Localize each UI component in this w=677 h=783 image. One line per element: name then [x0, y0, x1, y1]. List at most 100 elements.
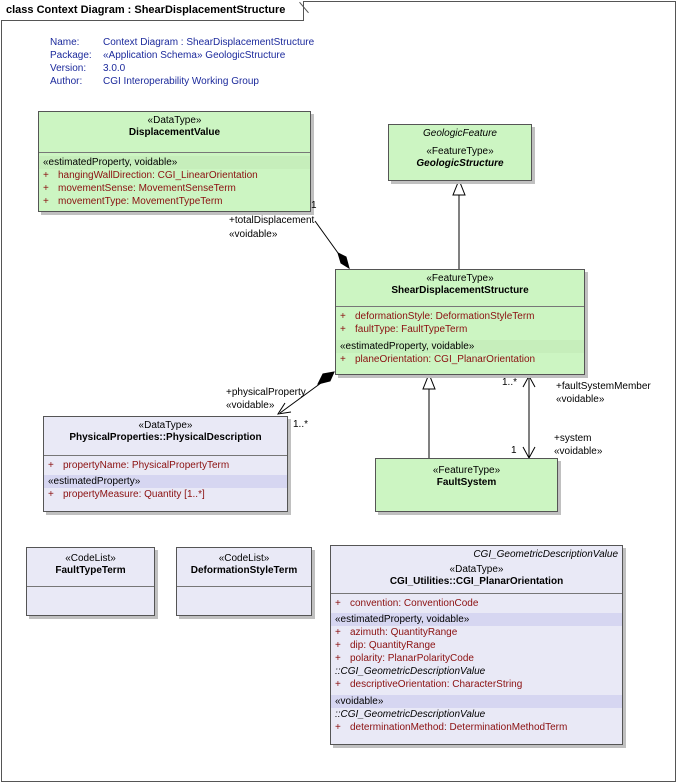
stereotype-tag: «estimatedProperty» — [44, 475, 287, 488]
class-header: «CodeList» FaultTypeTerm — [27, 548, 154, 586]
composition-line-physical-property[interactable] — [279, 382, 322, 414]
attribute-row[interactable]: +movementSense: MovementSenseTerm — [39, 182, 310, 195]
class-name: ShearDisplacementStructure — [391, 285, 529, 296]
meta-value: CGI Interoperability Working Group — [103, 76, 259, 87]
meta-key: Author: — [50, 76, 83, 87]
visibility-marker: + — [48, 489, 54, 500]
attribute-row[interactable]: + propertyName: PhysicalPropertyTerm — [44, 459, 287, 472]
meta-row-version: Version:3.0.0 — [50, 62, 314, 75]
stereotype-tag: «estimatedProperty, voidable» — [39, 156, 310, 169]
attribute-section — [177, 586, 311, 592]
class-planar-orientation[interactable]: CGI_GeometricDescriptionValue «DataType»… — [330, 545, 623, 745]
attribute-row[interactable]: + faultType: FaultTypeTerm — [336, 323, 584, 336]
stereotype-label: «DataType» — [449, 564, 504, 575]
class-name: CGI_Utilities::CGI_PlanarOrientation — [389, 576, 564, 587]
meta-key: Name: — [50, 37, 80, 48]
stereotype-label: «CodeList» — [65, 553, 116, 564]
role-label-fault-system-member: +faultSystemMember — [556, 381, 651, 392]
attribute-section: «estimatedProperty, voidable» + hangingWa… — [39, 152, 310, 210]
class-deformation-style-term[interactable]: «CodeList» DeformationStyleTerm — [176, 547, 312, 616]
attribute-text: movementType: MovementTypeTerm — [58, 196, 223, 207]
class-physical-description[interactable]: «DataType» PhysicalProperties::PhysicalD… — [43, 416, 288, 512]
inherited-from-label: ::CGI_GeometricDescriptionValue — [335, 666, 486, 677]
attribute-text: faultType: FaultTypeTerm — [355, 324, 468, 335]
multiplicity-system: 1 — [511, 445, 517, 456]
visibility-marker: + — [340, 354, 346, 365]
composition-line-total-displacement[interactable] — [314, 220, 339, 254]
class-name: DisplacementValue — [128, 127, 221, 138]
stereotype-tag: «estimatedProperty, voidable» — [336, 340, 584, 353]
attribute-text: deformationStyle: DeformationStyleTerm — [355, 311, 535, 322]
attribute-text: polarity: PlanarPolarityCode — [350, 653, 474, 664]
inherited-from-label: ::CGI_GeometricDescriptionValue — [335, 709, 486, 720]
attribute-row[interactable]: + propertyMeasure: Quantity [1..*] — [44, 488, 287, 501]
attribute-section: + propertyName: PhysicalPropertyTerm «est… — [44, 455, 287, 503]
composition-diamond — [337, 252, 350, 270]
meta-value: 3.0.0 — [103, 63, 126, 74]
role-stereotype-system: «voidable» — [554, 446, 603, 457]
open-arrowhead — [522, 374, 536, 388]
attribute-text: hangingWallDirection: CGI_LinearOrientat… — [58, 170, 258, 181]
attribute-text: dip: QuantityRange — [350, 640, 436, 651]
attribute-text: azimuth: QuantityRange — [350, 627, 458, 638]
composition-diamond — [317, 371, 335, 385]
attribute-row[interactable]: +azimuth: QuantityRange — [331, 626, 622, 639]
attribute-row[interactable]: + movementType: MovementTypeTerm — [39, 195, 310, 208]
role-label-system: +system — [554, 433, 592, 444]
attribute-row[interactable]: +polarity: PlanarPolarityCode — [331, 652, 622, 665]
class-name: DeformationStyleTerm — [190, 565, 298, 576]
class-geologic-structure[interactable]: GeologicFeature «FeatureType» GeologicSt… — [388, 124, 532, 181]
stereotype-tag: «estimatedProperty, voidable» — [331, 613, 622, 626]
class-shear-displacement-structure[interactable]: «FeatureType» ShearDisplacementStructure… — [335, 269, 585, 375]
attribute-row[interactable]: + convention: ConventionCode — [331, 597, 622, 610]
stereotype-label: «CodeList» — [218, 553, 270, 564]
class-fault-system[interactable]: «FeatureType» FaultSystem — [375, 458, 558, 512]
visibility-marker: + — [335, 640, 341, 651]
attribute-section: +deformationStyle: DeformationStyleTerm … — [336, 306, 584, 368]
visibility-marker: + — [48, 460, 54, 471]
role-stereotype-fault-system-member: «voidable» — [556, 394, 605, 405]
class-fault-type-term[interactable]: «CodeList» FaultTypeTerm — [26, 547, 155, 616]
class-header: «CodeList» DeformationStyleTerm — [177, 548, 311, 586]
multiplicity-total-displacement: 1 — [311, 200, 317, 211]
class-header: «DataType» CGI_Utilities::CGI_PlanarOrie… — [331, 561, 622, 593]
attribute-row[interactable]: +planeOrientation: CGI_PlanarOrientation — [336, 353, 584, 366]
attribute-row[interactable]: + hangingWallDirection: CGI_LinearOrienta… — [39, 169, 310, 182]
meta-value: «Application Schema» GeologicStructure — [103, 50, 286, 61]
attribute-text: propertyName: PhysicalPropertyTerm — [63, 460, 230, 471]
multiplicity-fault-system-member: 1..* — [502, 377, 518, 388]
attribute-text: determinationMethod: DeterminationMethod… — [350, 722, 568, 733]
meta-row-author: Author: CGI Interoperability Working Grou… — [50, 75, 314, 88]
class-name: GeologicStructure — [416, 158, 504, 169]
attribute-row[interactable]: + determinationMethod: DeterminationMetho… — [331, 721, 622, 734]
parent-class-label: GeologicFeature — [423, 128, 497, 139]
visibility-marker: + — [340, 324, 346, 335]
attribute-text: descriptiveOrientation: CharacterString — [350, 679, 523, 690]
attribute-row[interactable]: +descriptiveOrientation: CharacterString — [331, 678, 622, 691]
visibility-marker: + — [335, 598, 341, 609]
stereotype-label: «FeatureType» — [432, 465, 501, 476]
attribute-row[interactable]: + dip: QuantityRange — [331, 639, 622, 652]
generalization-arrowhead — [452, 178, 466, 196]
meta-row-name: Name: Context Diagram : ShearDisplacement… — [50, 36, 314, 49]
meta-value: Context Diagram : ShearDisplacementStruc… — [103, 37, 315, 48]
class-header: «FeatureType» GeologicStructure — [389, 140, 531, 175]
class-displacement-value[interactable]: «DataType» DisplacementValue «estimatedP… — [38, 111, 311, 212]
class-header: «FeatureType» ShearDisplacementStructure — [336, 270, 584, 306]
role-label-physical-property: +physicalProperty — [226, 387, 306, 398]
class-name: FaultSystem — [436, 477, 497, 488]
attribute-section: + convention: ConventionCode «estimatedPr… — [331, 593, 622, 736]
attribute-text: propertyMeasure: Quantity [1..*] — [63, 489, 205, 500]
stereotype-label: «DataType» — [138, 420, 193, 431]
meta-key: Package: — [50, 50, 92, 61]
visibility-marker: + — [43, 170, 49, 181]
visibility-marker: + — [43, 196, 49, 207]
attribute-row[interactable]: +deformationStyle: DeformationStyleTerm — [336, 310, 584, 323]
attribute-text: convention: ConventionCode — [350, 598, 479, 609]
multiplicity-physical-property: 1..* — [293, 419, 309, 430]
visibility-marker: + — [335, 722, 341, 733]
diagram-title: class Context Diagram : ShearDisplacemen… — [1, 1, 305, 21]
stereotype-label: «DataType» — [147, 115, 202, 126]
parent-class-label: CGI_GeometricDescriptionValue — [473, 549, 618, 560]
